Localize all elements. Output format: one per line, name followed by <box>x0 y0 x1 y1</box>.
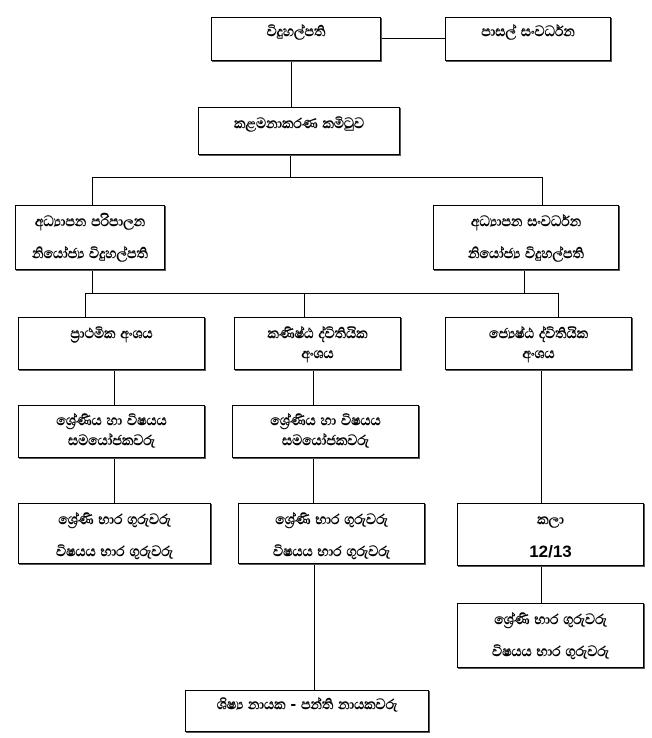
junior-secondary-section-box: කණිෂ්ඨ ද්විතියික අංශය <box>234 317 401 370</box>
primary-teachers-line1: ශ්‍රේණි භාර ගුරුවරු <box>58 512 171 528</box>
principal-label: විදුහල්පති <box>266 24 326 40</box>
connector-deputy-admin-down <box>92 269 93 293</box>
connector-to-primary-section <box>85 293 86 317</box>
management-committee-box: කළමනාකරණ කමිටුව <box>198 107 400 155</box>
senior-secondary-section-box: ජ්‍යෙෂ්ඨ ද්විතියික අංශය <box>445 317 632 370</box>
connector-to-deputy-admin <box>92 177 93 205</box>
primary-section-label: ප්‍රාථමික අංශය <box>70 326 153 342</box>
junior-coordinators-line2: සමයෝජකවරු <box>282 433 369 449</box>
connector-committee-branch <box>92 177 543 178</box>
arts-stream-label: කලා <box>537 512 564 528</box>
primary-coordinators-box: ශ්‍රේණිය හා විෂයය සමයෝජකවරු <box>18 405 205 458</box>
senior-section-line2: අංශය <box>522 346 555 362</box>
connector-to-senior-section <box>558 293 559 317</box>
connector-primary-section-to-coordinators <box>114 369 115 405</box>
senior-teachers-box: ශ්‍රේණි භාර ගුරුවරු විෂයය භාර ගුරුවරු <box>457 603 644 668</box>
deputy-admin-line2: නියෝජ්‍ය විදුහල්පති <box>32 246 148 262</box>
connector-primary-coordinators-to-teachers <box>114 457 115 503</box>
connector-to-junior-section <box>304 293 305 317</box>
connector-deputy-development-down <box>524 269 525 293</box>
connector-senior-section-to-arts <box>541 369 542 503</box>
student-leaders-box: ශිෂ්‍ය නායක - පන්ති නායකවරු <box>185 690 429 732</box>
primary-teachers-line2: විෂයය භාර ගුරුවරු <box>56 544 173 560</box>
deputy-principal-development-box: අධ්‍යාපන සංවර්ධන නියෝජ්‍ය විදුහල්පති <box>433 205 619 270</box>
junior-section-line1: කණිෂ්ඨ ද්විතියික <box>267 326 368 342</box>
deputy-development-line2: නියෝජ්‍ය විදුහල්පති <box>468 246 584 262</box>
junior-teachers-box: ශ්‍රේණි භාර ගුරුවරු විෂයය භාර ගුරුවරු <box>238 503 425 564</box>
junior-coordinators-box: ශ්‍රේණිය හා විෂයය සමයෝජකවරු <box>232 405 419 458</box>
junior-coordinators-line1: ශ්‍රේණිය හා විෂයය <box>270 413 381 429</box>
principal-box: විදුහල්පති <box>211 17 381 61</box>
arts-stream-box: කලා 12/13 <box>457 503 644 566</box>
connector-arts-to-senior-teachers <box>541 566 542 603</box>
school-development-label: පාසල් සංවර්ධන <box>481 24 575 40</box>
connector-committee-down <box>290 154 291 177</box>
school-development-box: පාසල් සංවර්ධන <box>445 17 611 61</box>
primary-coordinators-line2: සමයෝජකවරු <box>68 433 155 449</box>
primary-teachers-box: ශ්‍රේණි භාර ගුරුවරු විෂයය භාර ගුරුවරු <box>18 503 211 564</box>
connector-to-deputy-development <box>542 177 543 205</box>
student-leaders-label: ශිෂ්‍ය නායක - පන්ති නායකවරු <box>216 697 398 713</box>
deputy-principal-admin-box: අධ්‍යාපන පරිපාලන නියෝජ්‍ය විදුහල්පති <box>15 205 165 270</box>
arts-stream-grades: 12/13 <box>529 542 572 561</box>
junior-teachers-line2: විෂයය භාර ගුරුවරු <box>273 544 390 560</box>
connector-junior-coordinators-to-teachers <box>313 457 314 503</box>
connector-junior-section-to-coordinators <box>313 369 314 405</box>
junior-section-line2: අංශය <box>301 346 334 362</box>
connector-sections-branch <box>85 293 559 294</box>
connector-principal-to-committee <box>291 60 292 107</box>
senior-section-line1: ජ්‍යෙෂ්ඨ ද්විතියික <box>489 326 588 342</box>
connector-junior-teachers-to-student-leaders <box>314 563 315 690</box>
junior-teachers-line1: ශ්‍රේණි භාර ගුරුවරු <box>275 512 388 528</box>
senior-teachers-line1: ශ්‍රේණි භාර ගුරුවරු <box>494 612 607 628</box>
connector-principal-to-school-development <box>380 38 445 39</box>
senior-teachers-line2: විෂයය භාර ගුරුවරු <box>492 644 609 660</box>
deputy-admin-line1: අධ්‍යාපන පරිපාලන <box>34 214 146 230</box>
management-committee-label: කළමනාකරණ කමිටුව <box>233 116 365 132</box>
primary-section-box: ප්‍රාථමික අංශය <box>18 317 205 370</box>
deputy-development-line1: අධ්‍යාපන සංවර්ධන <box>470 214 582 230</box>
primary-coordinators-line1: ශ්‍රේණිය හා විෂයය <box>56 413 167 429</box>
